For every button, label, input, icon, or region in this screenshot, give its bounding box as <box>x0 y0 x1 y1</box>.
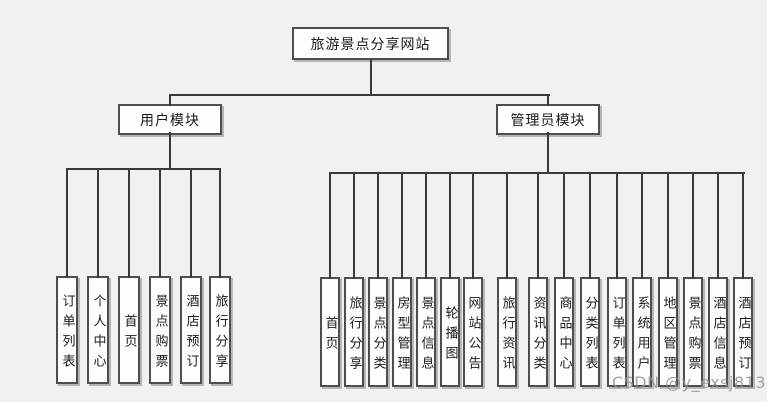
node-label: 管理员模块 <box>510 112 586 129</box>
node-label: 用户模块 <box>140 112 200 129</box>
node-label: 个人中心 <box>90 293 106 374</box>
node-label: 旅行资讯 <box>499 295 515 376</box>
node-admin-hotel-booking: 酒店预订 <box>733 277 753 387</box>
node-label: 首页 <box>121 313 137 354</box>
node-root-website: 旅游景点分享网站 <box>292 27 449 60</box>
node-label: 分类列表 <box>582 295 598 376</box>
csdn-watermark: CSDN @y_exsj813 <box>611 373 766 392</box>
node-label: 旅游景点分享网站 <box>310 36 431 53</box>
node-label: 旅行分享 <box>212 293 228 374</box>
node-admin-attraction-ticket: 景点购票 <box>683 277 703 387</box>
node-admin-carousel: 轮播图 <box>440 277 460 387</box>
node-admin-travel-news: 旅行资讯 <box>497 277 517 387</box>
node-label: 房型管理 <box>394 295 410 376</box>
node-label: 旅行分享 <box>346 295 362 376</box>
node-admin-region-mgmt: 地区管理 <box>658 277 678 387</box>
node-label: 资讯分类 <box>530 295 546 376</box>
node-admin-product-center: 商品中心 <box>554 277 574 387</box>
node-label: 酒店预订 <box>735 295 751 376</box>
node-label: 网站公告 <box>465 295 481 376</box>
node-label: 商品中心 <box>556 295 572 376</box>
node-user-home: 首页 <box>118 276 140 384</box>
node-admin-home: 首页 <box>320 277 340 387</box>
node-user-travel-share: 旅行分享 <box>209 276 231 384</box>
node-admin-order-list: 订单列表 <box>607 277 627 387</box>
node-admin-hotel-info: 酒店信息 <box>708 277 728 387</box>
node-label: 景点购票 <box>152 293 168 374</box>
node-label: 订单列表 <box>59 293 75 374</box>
node-user-attraction-ticket: 景点购票 <box>149 276 171 384</box>
node-label: 景点信息 <box>418 295 434 376</box>
node-label: 系统用户 <box>634 295 650 376</box>
node-user-personal-center: 个人中心 <box>87 276 109 384</box>
node-label: 酒店预订 <box>183 293 199 374</box>
node-admin-site-announcement: 网站公告 <box>463 277 483 387</box>
node-label: 酒店信息 <box>710 295 726 376</box>
node-user-order-list: 订单列表 <box>56 276 78 384</box>
node-admin-travel-share: 旅行分享 <box>344 277 364 387</box>
node-admin-attraction-category: 景点分类 <box>368 277 388 387</box>
node-admin-category-list: 分类列表 <box>580 277 600 387</box>
node-module-admin: 管理员模块 <box>496 104 600 135</box>
node-label: 订单列表 <box>609 295 625 376</box>
node-admin-attraction-info: 景点信息 <box>416 277 436 387</box>
connector-root-vertical <box>370 59 372 95</box>
node-label: 景点购票 <box>685 295 701 376</box>
connector-user-horizontal <box>66 168 221 170</box>
node-admin-system-user: 系统用户 <box>632 277 652 387</box>
node-label: 轮播图 <box>442 305 458 366</box>
connector-split-horizontal <box>170 94 550 96</box>
node-user-hotel-booking: 酒店预订 <box>180 276 202 384</box>
node-label: 首页 <box>322 315 338 356</box>
node-admin-room-type-mgmt: 房型管理 <box>392 277 412 387</box>
node-label: 地区管理 <box>660 295 676 376</box>
node-admin-news-category: 资讯分类 <box>528 277 548 387</box>
node-module-user: 用户模块 <box>118 104 222 135</box>
node-label: 景点分类 <box>370 295 386 376</box>
